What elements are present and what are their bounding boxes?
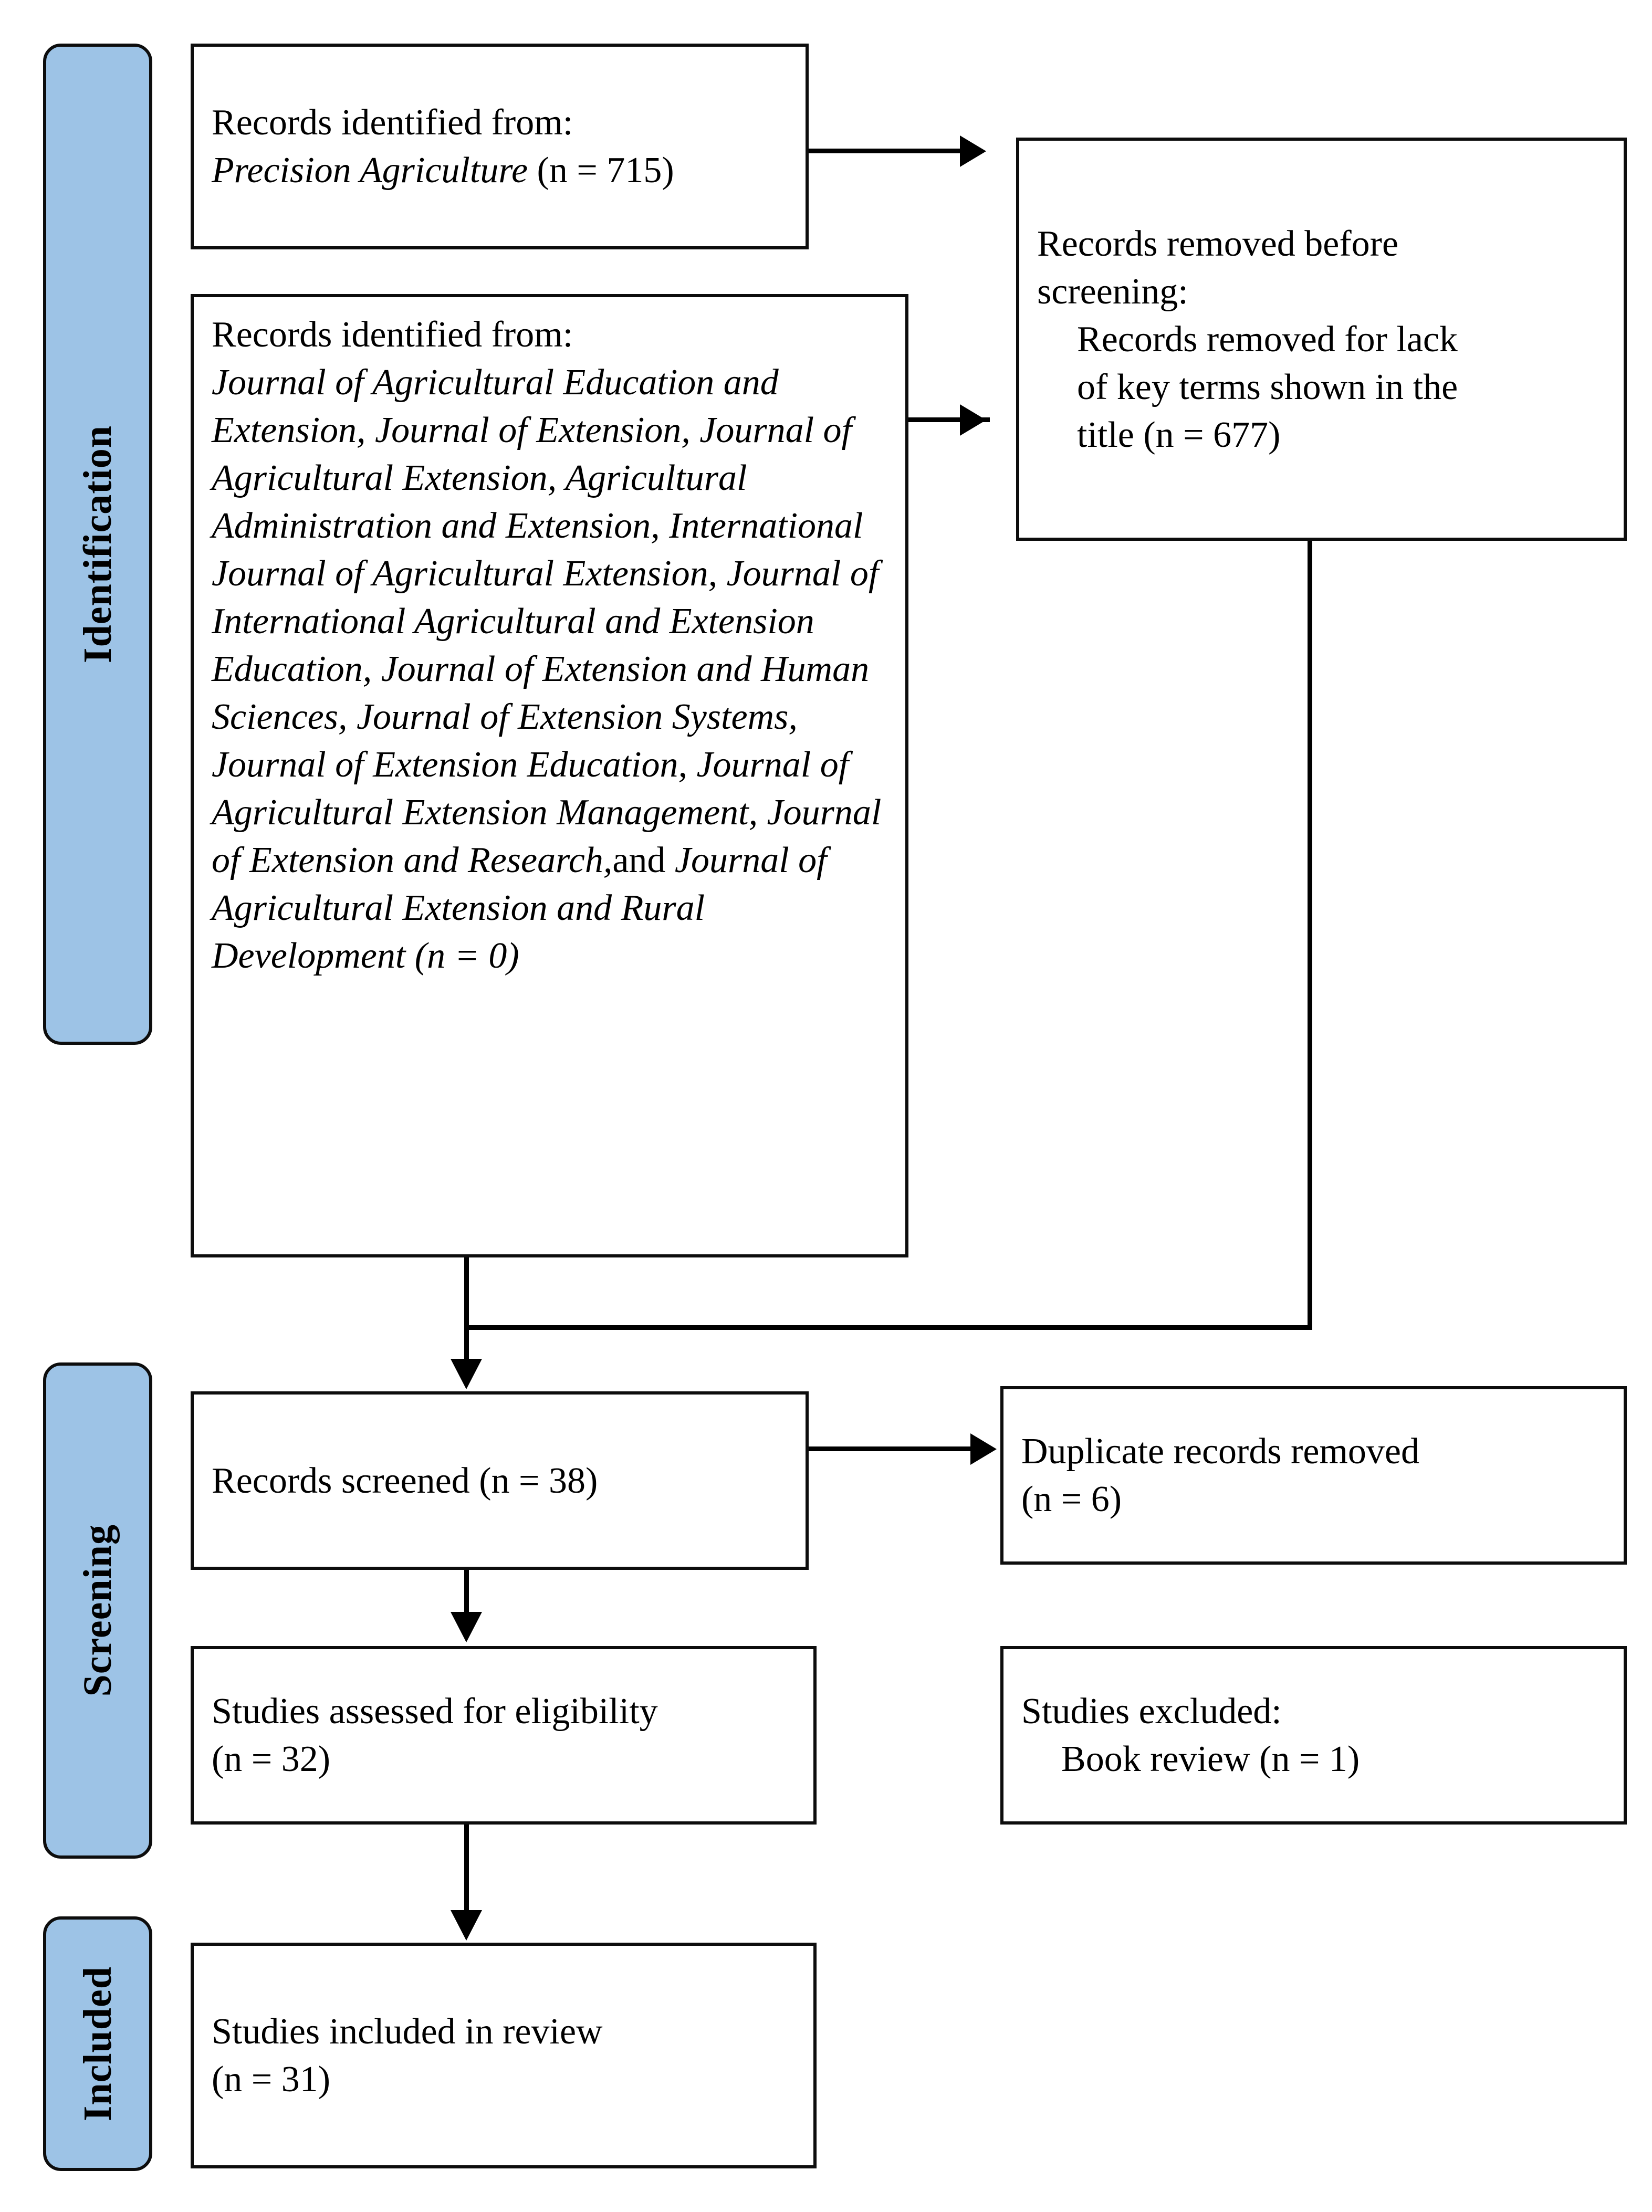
connector-journals-to-screened: [464, 1257, 469, 1362]
records-identified-precision-count: (n = 715): [528, 150, 674, 191]
arrowhead-precision-to-removed: [960, 135, 986, 167]
box-studies-assessed-eligibility: Studies assessed for eligibility (n = 32…: [191, 1646, 817, 1825]
box-records-removed-before-screening: Records removed before screening: Record…: [1016, 138, 1627, 541]
journal-list-conjunction: and: [612, 840, 675, 880]
box-studies-included-review: Studies included in review (n = 31): [191, 1943, 817, 2168]
records-removed-line2: screening:: [1037, 271, 1188, 312]
connector-removed-vertical: [1308, 541, 1312, 1329]
studies-excluded-sub-line1: Book review (n = 1): [1061, 1739, 1360, 1779]
connector-screened-to-duplicates: [809, 1446, 971, 1451]
phase-label-screening: Screening: [76, 1524, 120, 1697]
records-identified-journals-count: (n = 0): [405, 936, 519, 976]
records-screened-line1: Records screened (n = 38): [212, 1460, 598, 1501]
box-records-screened: Records screened (n = 38): [191, 1391, 809, 1570]
phase-bar-identification: Identification: [43, 44, 152, 1045]
records-identified-journals-line1: Records identified from:: [212, 314, 573, 355]
phase-label-included: Included: [76, 1966, 120, 2122]
studies-included-line2: (n = 31): [212, 2059, 331, 2100]
box-studies-excluded: Studies excluded: Book review (n = 1): [1000, 1646, 1627, 1825]
connector-screened-to-assessed: [464, 1570, 469, 1615]
journal-list-text: Journal of Agricultural Education and Ex…: [212, 362, 882, 880]
phase-bar-included: Included: [43, 1916, 152, 2171]
records-removed-sub-line2: of key terms shown in the: [1077, 366, 1458, 407]
connector-journals-to-removed: [908, 417, 990, 422]
phase-label-identification: Identification: [76, 425, 120, 664]
studies-excluded-line1: Studies excluded:: [1021, 1691, 1282, 1732]
box-duplicate-records-removed: Duplicate records removed (n = 6): [1000, 1386, 1627, 1565]
connector-removed-horizontal: [464, 1325, 1312, 1330]
records-removed-sub-line3: title (n = 677): [1077, 414, 1281, 455]
records-identified-precision-line1: Records identified from:: [212, 102, 573, 143]
records-removed-sub-line1: Records removed for lack: [1077, 319, 1458, 360]
records-identified-journals-list: Journal of Agricultural Education and Ex…: [212, 359, 887, 980]
studies-assessed-line2: (n = 32): [212, 1739, 331, 1779]
arrowhead-journals-to-removed: [960, 404, 986, 436]
arrowhead-screened-to-duplicates: [970, 1433, 997, 1465]
duplicate-records-line1: Duplicate records removed: [1021, 1431, 1420, 1472]
records-identified-precision-line2: Precision Agriculture (n = 715): [212, 146, 788, 194]
phase-bar-screening: Screening: [43, 1362, 152, 1859]
duplicate-records-line2: (n = 6): [1021, 1479, 1122, 1519]
records-removed-line1: Records removed before: [1037, 223, 1399, 264]
box-records-identified-precision: Records identified from: Precision Agric…: [191, 44, 809, 249]
arrowhead-screened-to-assessed: [451, 1612, 482, 1642]
journal-name-last: Journal of Agricultural Extension and Ru…: [212, 840, 827, 976]
connector-precision-to-removed: [809, 149, 961, 153]
studies-included-line1: Studies included in review: [212, 2011, 603, 2052]
journal-name-precision-agriculture: Precision Agriculture: [212, 150, 528, 191]
arrowhead-assessed-to-included: [451, 1910, 482, 1941]
box-records-identified-journals: Records identified from: Journal of Agri…: [191, 294, 908, 1257]
studies-assessed-line1: Studies assessed for eligibility: [212, 1691, 658, 1732]
arrowhead-journals-to-screened: [451, 1359, 482, 1389]
connector-assessed-to-included: [464, 1825, 469, 1914]
